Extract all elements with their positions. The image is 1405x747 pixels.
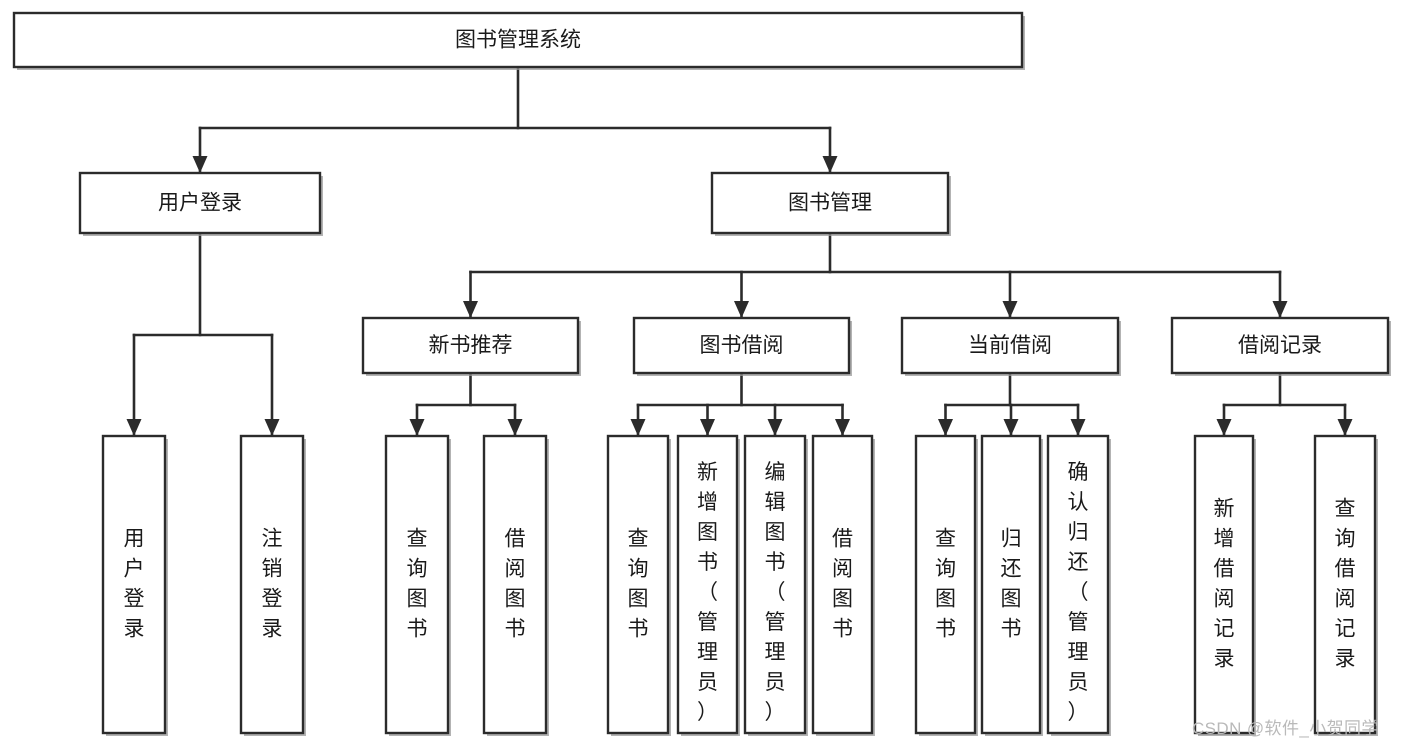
node-box-bb-query-book[interactable] xyxy=(606,434,670,735)
node-label-book-borrow: 图书借阅 xyxy=(700,334,784,357)
arrow-head-icon xyxy=(700,419,715,436)
node-label-user-login-do: 用户登录 xyxy=(124,528,145,641)
node-cb-confirm-return[interactable]: 确认归还（管理员） xyxy=(1046,434,1111,736)
node-label-cb-return-book: 归还图书 xyxy=(1001,528,1022,641)
node-label-bb-query-book: 查询图书 xyxy=(628,528,649,641)
node-label-bb-add-book: 新增图书（管理员） xyxy=(697,461,718,724)
node-nbr-borrow-book[interactable]: 借阅图书 xyxy=(482,434,549,736)
node-bb-borrow-book[interactable]: 借阅图书 xyxy=(811,434,875,736)
node-user-login-do[interactable]: 用户登录 xyxy=(101,434,168,736)
node-box-book-manage[interactable] xyxy=(710,171,950,235)
node-label-user-logout: 注销登录 xyxy=(262,528,283,641)
node-layer: 图书管理系统用户登录用户登录注销登录图书管理新书推荐查询图书借阅图书图书借阅查询… xyxy=(12,11,1391,736)
node-label-borrow-records: 借阅记录 xyxy=(1238,334,1322,357)
arrow-head-icon xyxy=(409,419,425,436)
node-borrow-records[interactable]: 借阅记录 xyxy=(1170,316,1391,376)
node-label-nbr-borrow-book: 借阅图书 xyxy=(505,528,526,641)
node-label-br-query-record: 查询借阅记录 xyxy=(1335,498,1356,671)
arrow-head-icon xyxy=(264,419,280,436)
node-bb-add-book[interactable]: 新增图书（管理员） xyxy=(676,434,740,736)
arrow-head-icon xyxy=(507,419,523,436)
arrow-head-icon xyxy=(1070,419,1086,436)
arrow-head-icon xyxy=(767,419,783,436)
node-box-bb-add-book[interactable] xyxy=(676,434,739,735)
arrow-head-icon xyxy=(126,419,142,436)
node-box-br-add-record[interactable] xyxy=(1193,434,1255,735)
node-box-bb-borrow-book[interactable] xyxy=(811,434,874,735)
node-root[interactable]: 图书管理系统 xyxy=(12,11,1025,70)
node-br-add-record[interactable]: 新增借阅记录 xyxy=(1193,434,1256,736)
arrow-head-icon xyxy=(1003,419,1019,436)
arrow-head-icon xyxy=(1272,301,1288,318)
node-box-nbr-borrow-book[interactable] xyxy=(482,434,548,735)
node-label-cb-confirm-return: 确认归还（管理员） xyxy=(1068,461,1089,724)
node-box-user-logout[interactable] xyxy=(239,434,305,735)
node-user-login[interactable]: 用户登录 xyxy=(78,171,323,236)
node-label-br-add-record: 新增借阅记录 xyxy=(1214,498,1235,671)
node-user-logout[interactable]: 注销登录 xyxy=(239,434,306,736)
node-box-borrow-records[interactable] xyxy=(1170,316,1390,375)
arrow-head-icon xyxy=(835,419,850,436)
node-box-bb-edit-book[interactable] xyxy=(743,434,807,735)
node-label-book-manage: 图书管理 xyxy=(788,192,872,215)
node-box-book-borrow[interactable] xyxy=(632,316,851,375)
arrow-head-icon xyxy=(734,301,749,318)
csdn-watermark: CSDN @软件_小贺同学 xyxy=(1192,719,1379,738)
node-label-bb-edit-book: 编辑图书（管理员） xyxy=(765,461,786,724)
node-br-query-record[interactable]: 查询借阅记录 xyxy=(1313,434,1378,736)
node-bb-query-book[interactable]: 查询图书 xyxy=(606,434,671,736)
node-label-current-borrow: 当前借阅 xyxy=(968,334,1052,357)
arrow-head-icon xyxy=(630,419,646,436)
arrow-head-icon xyxy=(822,156,838,173)
node-box-br-query-record[interactable] xyxy=(1313,434,1377,735)
node-box-nbr-query-book[interactable] xyxy=(384,434,450,735)
arrow-head-icon xyxy=(1002,301,1018,318)
arrow-head-icon xyxy=(463,301,478,318)
arrow-head-icon xyxy=(938,419,953,436)
node-box-user-login-do[interactable] xyxy=(101,434,167,735)
node-cb-query-book[interactable]: 查询图书 xyxy=(914,434,978,736)
node-label-nbr-query-book: 查询图书 xyxy=(407,528,428,641)
node-label-user-login: 用户登录 xyxy=(158,192,242,215)
node-box-cb-confirm-return[interactable] xyxy=(1046,434,1110,735)
arrow-head-icon xyxy=(1337,419,1353,436)
node-label-root: 图书管理系统 xyxy=(455,29,581,52)
node-label-new-book-rec: 新书推荐 xyxy=(429,334,513,357)
node-book-manage[interactable]: 图书管理 xyxy=(710,171,951,236)
connector-layer xyxy=(126,65,1353,437)
node-cb-return-book[interactable]: 归还图书 xyxy=(980,434,1043,736)
node-new-book-rec[interactable]: 新书推荐 xyxy=(361,316,581,376)
node-box-cb-query-book[interactable] xyxy=(914,434,977,735)
node-box-current-borrow[interactable] xyxy=(900,316,1120,375)
node-nbr-query-book[interactable]: 查询图书 xyxy=(384,434,451,736)
node-label-cb-query-book: 查询图书 xyxy=(935,528,956,641)
arrow-head-icon xyxy=(192,156,208,173)
node-box-root[interactable] xyxy=(12,11,1024,69)
node-current-borrow[interactable]: 当前借阅 xyxy=(900,316,1121,376)
node-bb-edit-book[interactable]: 编辑图书（管理员） xyxy=(743,434,808,736)
node-box-cb-return-book[interactable] xyxy=(980,434,1042,735)
node-box-user-login[interactable] xyxy=(78,171,322,235)
node-box-new-book-rec[interactable] xyxy=(361,316,580,375)
arrow-head-icon xyxy=(1216,419,1232,436)
node-label-bb-borrow-book: 借阅图书 xyxy=(832,528,853,641)
node-book-borrow[interactable]: 图书借阅 xyxy=(632,316,852,376)
